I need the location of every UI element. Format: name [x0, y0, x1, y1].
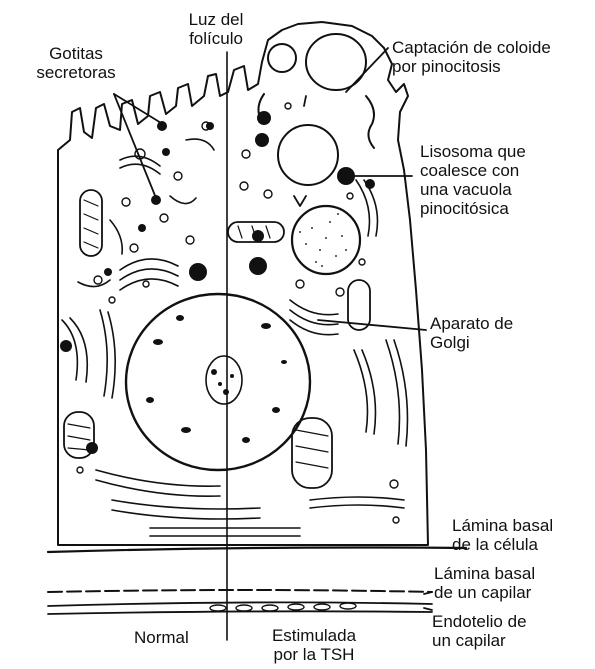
label-lysosome-line-3: una vacuola	[420, 180, 526, 199]
endothelial-pores	[210, 603, 356, 611]
label-endothelium: Endotelio de un capilar	[432, 612, 527, 650]
label-basal-cell-line-1: Lámina basal	[452, 516, 553, 535]
label-stimulated: Estimulada por la TSH	[254, 626, 374, 664]
label-endothelium-line-2: un capilar	[432, 631, 527, 650]
label-normal: Normal	[134, 628, 189, 647]
label-lysosome: Lisosoma que coalesce con una vacuola pi…	[420, 142, 526, 218]
nucleus	[126, 294, 310, 470]
lysosome-vacuole	[292, 206, 360, 274]
label-endothelium-line-1: Endotelio de	[432, 612, 527, 631]
label-droplets-line-2: secretoras	[34, 63, 118, 82]
endothelium-lower	[48, 611, 432, 614]
vacuole-stipple	[299, 213, 347, 267]
label-lysosome-line-1: Lisosoma que	[420, 142, 526, 161]
label-stimulated-line-1: Estimulada	[254, 626, 374, 645]
label-basal-cell-line-2: de la célula	[452, 535, 553, 554]
label-pinocytosis: Captación de coloide por pinocitosis	[392, 38, 551, 76]
label-secretory-droplets: Gotitas secretoras	[34, 44, 118, 82]
colloid-droplet-small	[268, 44, 296, 72]
label-golgi-line-1: Aparato de	[430, 314, 513, 333]
golgi-stacks	[120, 259, 338, 335]
label-lysosome-line-2: coalesce con	[420, 161, 526, 180]
label-stimulated-line-2: por la TSH	[254, 645, 374, 664]
label-pinocytosis-line-2: por pinocitosis	[392, 57, 551, 76]
label-lysosome-line-4: pinocitósica	[420, 199, 526, 218]
nucleolus	[206, 356, 242, 404]
label-golgi: Aparato de Golgi	[430, 314, 513, 352]
mitochondria	[64, 190, 370, 488]
label-golgi-line-2: Golgi	[430, 333, 513, 352]
label-cell-basal-lamina: Lámina basal de la célula	[452, 516, 553, 554]
label-capillary-basal-lamina: Lámina basal de un capilar	[434, 564, 535, 602]
capillary-basal-lamina	[48, 590, 432, 592]
label-basal-capillary-line-1: Lámina basal	[434, 564, 535, 583]
pinocytotic-vacuole	[278, 125, 338, 185]
label-pinocytosis-line-1: Captación de coloide	[392, 38, 551, 57]
endoplasmic-reticulum	[62, 139, 408, 536]
label-lumen-line-1: Luz del	[176, 10, 256, 29]
label-lumen-line-2: folículo	[176, 29, 256, 48]
label-basal-capillary-line-2: de un capilar	[434, 583, 535, 602]
apical-fold	[366, 96, 374, 148]
label-lumen: Luz del folículo	[176, 10, 256, 48]
label-droplets-line-1: Gotitas	[34, 44, 118, 63]
cell-basal-lamina	[48, 548, 466, 553]
chromatin-clumps	[146, 315, 287, 443]
